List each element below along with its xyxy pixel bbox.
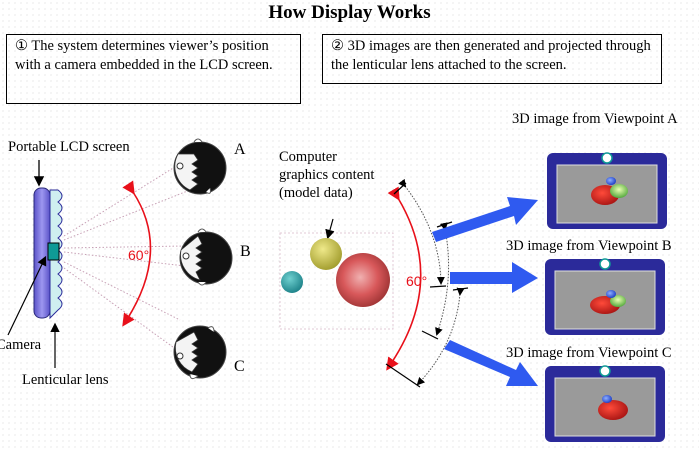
left-viewing-angle-arc [122,180,152,327]
cg-content-line-3: (model data) [279,185,353,201]
step-2-box: ② 3D images are then generated and proje… [322,34,662,84]
projection-zone-ticks [385,182,469,388]
projection-arrows [432,197,538,386]
viewer-c-label: C [234,358,245,375]
viewer-b-label: B [240,243,251,260]
viewer-a-head [173,138,227,195]
arrow-to-viewpoint-c [444,340,538,386]
page-title: How Display Works [268,2,431,23]
step-1-marker: ① [15,38,28,54]
step-1-box: ① The system determines viewer’s positio… [6,34,301,104]
sub-angle-arcs [398,178,465,386]
viewpoint-b-caption: 3D image from Viewpoint B [506,238,672,254]
red-sphere [336,253,390,307]
viewpoint-a-caption: 3D image from Viewpoint A [512,111,678,127]
portable-lcd-label: Portable LCD screen [8,139,130,155]
step-2-marker: ② [331,38,344,54]
arrow-to-viewpoint-a [432,197,538,242]
teal-sphere [281,271,303,293]
viewer-b-head [179,228,233,286]
viewpoint-c-caption: 3D image from Viewpoint C [506,345,672,361]
cg-content-line-1: Computer [279,149,337,165]
right-viewing-angle-arc [386,186,422,371]
viewpoint-b-device [545,258,665,335]
model-pointer-arrow [325,218,335,240]
viewer-a-label: A [234,141,246,158]
cg-model-data [279,218,394,330]
camera-icon [47,242,60,261]
viewpoint-a-device [547,152,667,229]
viewpoint-c-device [545,365,665,442]
cg-content-label: Computer graphics content (model data) [279,148,374,202]
sight-lines [63,164,191,351]
arrow-to-viewpoint-b [450,262,538,293]
cg-content-line-2: graphics content [279,167,375,183]
yellow-sphere [310,238,342,270]
step-1-text: The system determines viewer’s position … [15,38,273,73]
lenticular-lens-label: Lenticular lens [22,372,109,388]
camera-label: Camera [0,337,42,353]
viewer-c-head [173,325,227,380]
step-2-text: 3D images are then generated and project… [331,38,651,73]
camera-pointer-arrow [7,255,47,336]
portable-lcd-screen [7,160,63,368]
